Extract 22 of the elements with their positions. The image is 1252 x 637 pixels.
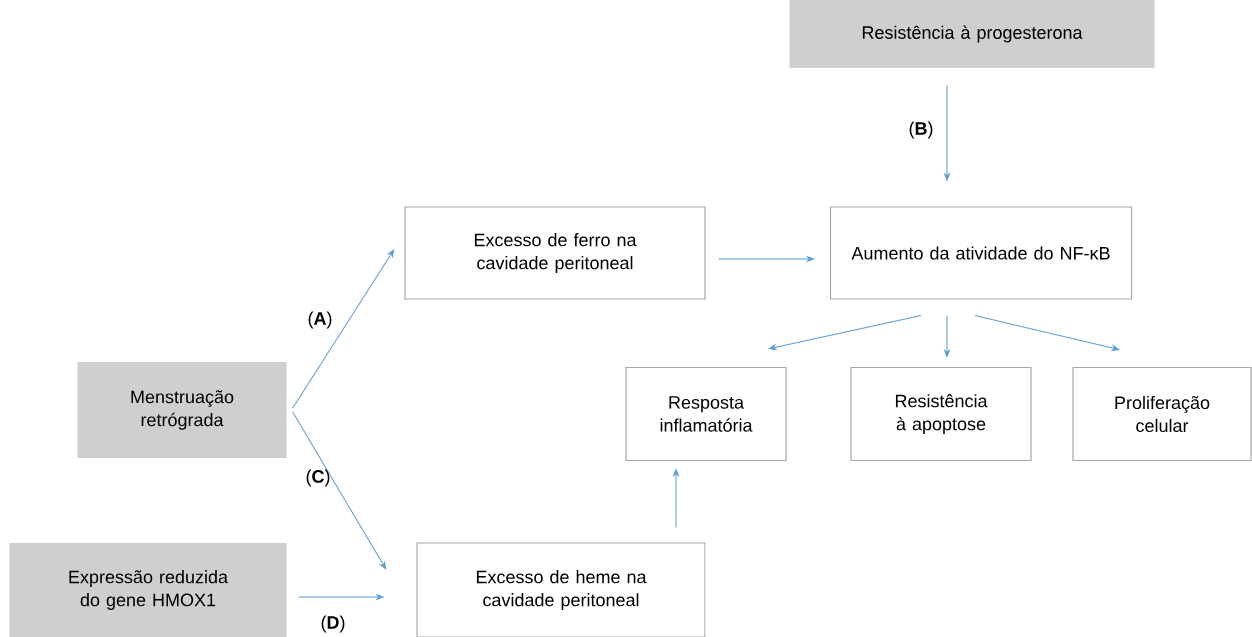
- arrow: [298, 594, 384, 600]
- arrow: [944, 315, 950, 357]
- arrow: [718, 256, 815, 262]
- cause-box: Resistência à progesterona: [789, 0, 1155, 68]
- arrow: [944, 84, 950, 181]
- edge-label: (D): [321, 615, 345, 633]
- process-box: Resposta inflamatória: [625, 366, 787, 462]
- cause-box: Expressão reduzida do gene HMOX1: [9, 543, 287, 637]
- arrow: [292, 249, 395, 409]
- process-box: Proliferação celular: [1072, 366, 1252, 462]
- edge-label: (A): [308, 311, 332, 329]
- edge-label: (C): [306, 469, 330, 487]
- arrow: [768, 315, 922, 351]
- arrow: [673, 469, 679, 528]
- process-box: Excesso de ferro na cavidade peritoneal: [404, 206, 706, 300]
- arrow: [292, 411, 387, 570]
- cause-box: Menstruação retrógrada: [77, 362, 287, 458]
- arrow: [974, 315, 1120, 351]
- process-box: Resistência à apoptose: [850, 366, 1032, 462]
- process-box: Excesso de heme na cavidade peritoneal: [416, 542, 706, 637]
- process-box: Aumento da atividade do NF-κB: [829, 206, 1133, 300]
- edge-label: (B): [909, 121, 933, 139]
